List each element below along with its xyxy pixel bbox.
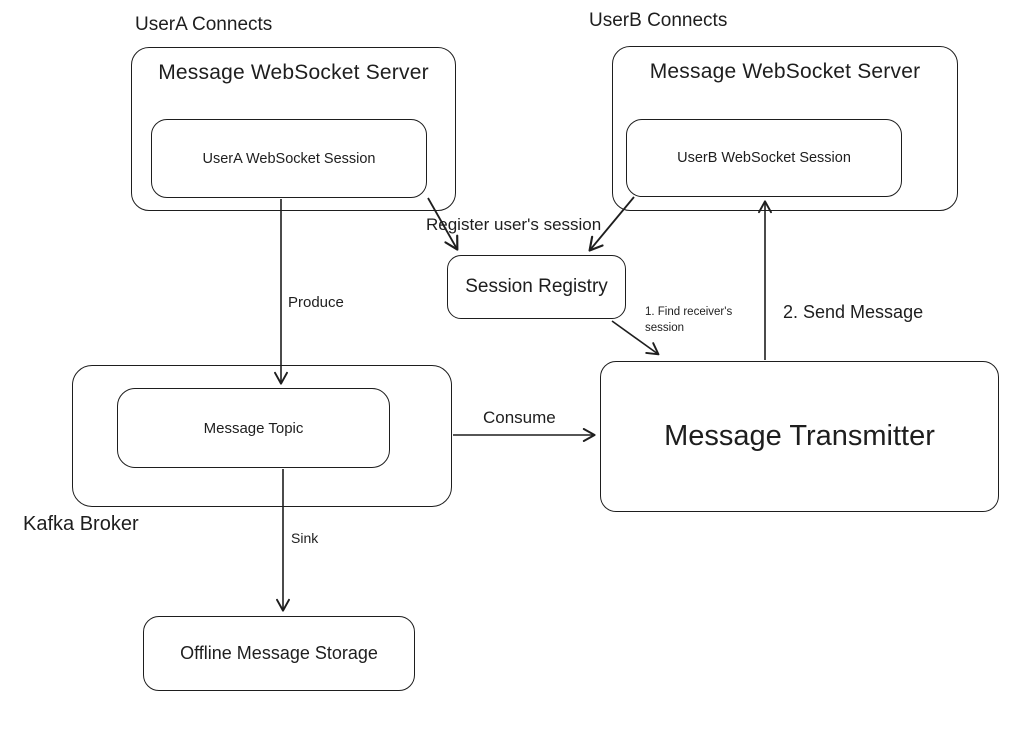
kafka-broker-label: Kafka Broker bbox=[23, 513, 139, 535]
find-receiver-session-label: 1. Find receiver's session bbox=[645, 306, 733, 334]
message-transmitter-box: Message Transmitter bbox=[600, 361, 999, 512]
userb-connects-title: UserB Connects bbox=[589, 10, 728, 31]
session-registry-box: Session Registry bbox=[447, 255, 626, 319]
send-message-label: 2. Send Message bbox=[783, 302, 924, 322]
message-topic-box: Message Topic bbox=[117, 388, 390, 468]
kafka-broker-box bbox=[72, 365, 452, 507]
usera-websocket-server-box: Message WebSocket Server bbox=[131, 47, 456, 211]
produce-label: Produce bbox=[288, 294, 344, 311]
userb-websocket-session-box: UserB WebSocket Session bbox=[626, 119, 902, 197]
offline-message-storage-box: Offline Message Storage bbox=[143, 616, 415, 691]
consume-label: Consume bbox=[483, 408, 556, 427]
usera-websocket-session-box: UserA WebSocket Session bbox=[151, 119, 427, 198]
usera-connects-title: UserA Connects bbox=[135, 14, 273, 35]
register-session-label: Register user's session bbox=[426, 215, 602, 234]
usera-server-title: Message WebSocket Server bbox=[158, 61, 429, 84]
userb-server-title: Message WebSocket Server bbox=[649, 60, 921, 83]
userb-websocket-server-box: Message WebSocket Server bbox=[612, 46, 958, 211]
sink-label: Sink bbox=[291, 530, 319, 546]
